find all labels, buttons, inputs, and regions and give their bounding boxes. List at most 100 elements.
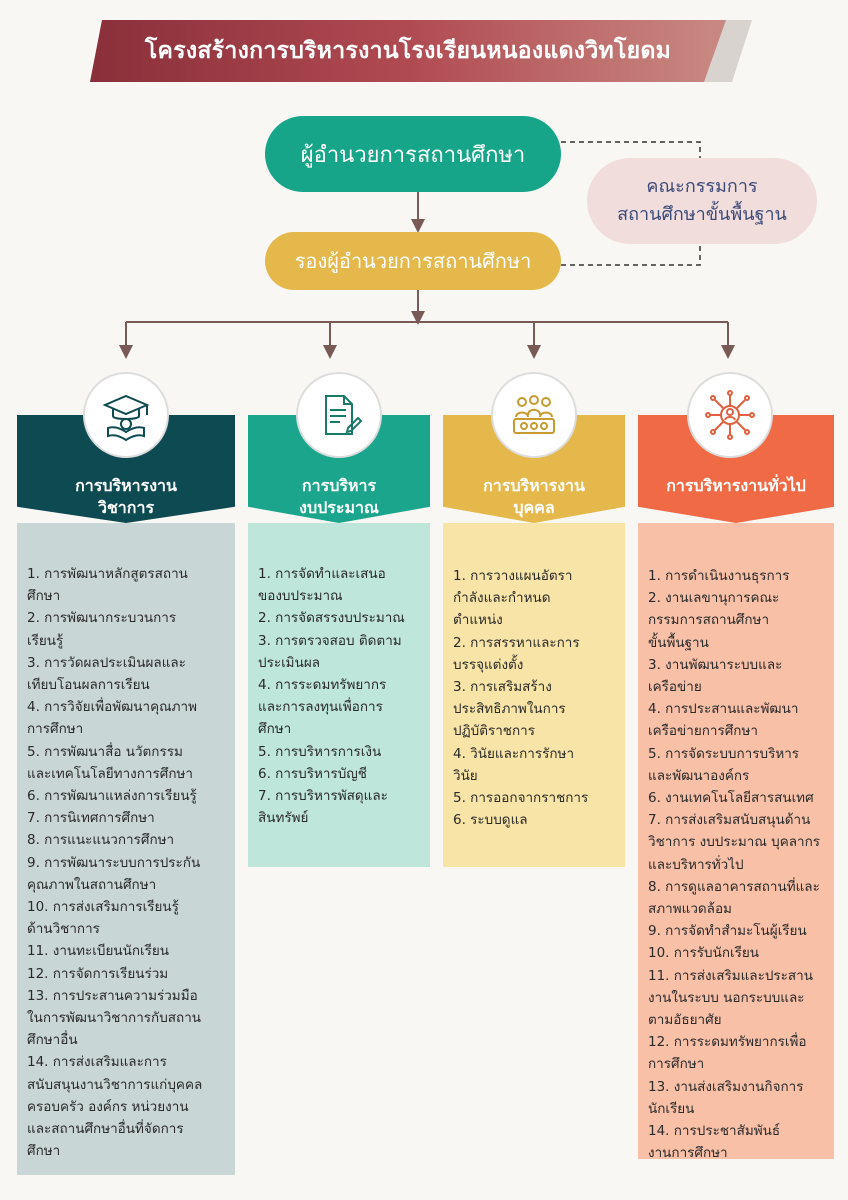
list-item: 4. วินัยและการรักษา: [453, 745, 575, 762]
list-item: 2. งานเลขานุการคณะ: [648, 590, 780, 607]
list-item: 13. งานส่งเสริมงานกิจการ: [648, 1078, 804, 1095]
general-title-line1: การบริหารงานทั่วไป: [666, 476, 806, 495]
list-item: สภาพแวดล้อม: [648, 901, 732, 918]
list-item: 12. การจัดการเรียนร่วม: [27, 965, 169, 982]
personnel-title-line2: บุคคล: [513, 498, 555, 517]
list-item: สินทรัพย์: [258, 810, 309, 827]
budget-items: 1. การจัดทำและเสนอของบประมาณ 2. การจัดสรร…: [258, 563, 420, 829]
list-item: 11. การส่งเสริมและประสาน: [648, 967, 813, 984]
list-item: และบริหารทั่วไป: [648, 856, 744, 873]
personnel-items: 1. การวางแผนอัตรากำลังและกำหนดตำแหน่ง 2. …: [453, 565, 615, 831]
document-edit-icon: [296, 372, 382, 458]
list-item: ด้านวิชาการ: [27, 921, 100, 938]
list-item: 11. งานทะเบียนนักเรียน: [27, 943, 170, 960]
connector-committee-dashed: [561, 141, 701, 158]
academic-title-line2: วิชาการ: [97, 498, 155, 517]
list-item: บรรจุแต่งตั้ง: [453, 656, 524, 673]
graduation-cap-icon: [83, 372, 169, 458]
list-item: นักเรียน: [648, 1100, 695, 1117]
list-item: 9. การพัฒนาระบบการประกัน: [27, 854, 201, 871]
budget-title: การบริหาร งบประมาณ: [299, 475, 379, 519]
list-item: 5. การพัฒนาสื่อ นวัตกรรม: [27, 743, 183, 760]
list-item: 7. การส่งเสริมสนับสนุนด้าน: [648, 812, 811, 829]
list-item: งานในระบบ นอกระบบและ: [648, 989, 805, 1006]
banner-front: โครงสร้างการบริหารงานโรงเรียนหนองแดงวิทโ…: [90, 20, 726, 82]
list-item: 1. การจัดทำและเสนอ: [258, 566, 386, 582]
list-item: ของบประมาณ: [258, 588, 343, 605]
network-person-icon: [687, 372, 773, 458]
list-item: ตามอัธยาศัย: [648, 1012, 722, 1029]
list-item: 13. การประสานความร่วมมือ: [27, 987, 198, 1004]
title-banner: โครงสร้างการบริหารงานโรงเรียนหนองแดงวิทโ…: [90, 20, 752, 82]
list-item: เครือข่ายการศึกษา: [648, 723, 758, 740]
list-item: ศึกษา: [258, 721, 292, 738]
academic-title: การบริหารงาน วิชาการ: [75, 475, 177, 519]
list-item: 14. การประชาสัมพันธ์: [648, 1123, 781, 1140]
list-item: 5. การจัดระบบการบริหาร: [648, 745, 800, 762]
list-item: 3. การเสริมสร้าง: [453, 679, 552, 696]
list-item: ตำแหน่ง: [453, 612, 503, 629]
list-item: 10. การส่งเสริมการเรียนรู้: [27, 899, 179, 916]
list-item: 6. การพัฒนาแหล่งการเรียนรู้: [27, 788, 197, 805]
budget-list: 1. การจัดทำและเสนอของบประมาณ 2. การจัดสรร…: [248, 523, 430, 867]
academic-title-line1: การบริหารงาน: [75, 476, 177, 495]
personnel-list: 1. การวางแผนอัตรากำลังและกำหนดตำแหน่ง 2. …: [443, 523, 625, 867]
list-item: 6. งานเทคโนโลยีสารสนเทศ: [648, 790, 814, 807]
list-item: 2. การสรรหาและการ: [453, 634, 580, 651]
list-item: ในการพัฒนาวิชาการกับสถาน: [27, 1010, 202, 1027]
list-item: 14. การส่งเสริมและการ: [27, 1054, 167, 1071]
list-item: 3. การตรวจสอบ ติดตาม: [258, 632, 402, 649]
list-item: และสถานศึกษาอื่นที่จัดการ: [27, 1121, 184, 1138]
list-item: 5. การออกจากราชการ: [453, 790, 589, 807]
director-label: ผู้อำนวยการสถานศึกษา: [300, 142, 526, 168]
list-item: เทียบโอนผลการเรียน: [27, 677, 150, 694]
list-item: และพัฒนาองค์กร: [648, 767, 750, 784]
page-title: โครงสร้างการบริหารงานโรงเรียนหนองแดงวิทโ…: [144, 38, 672, 64]
academic-items: 1. การพัฒนาหลักสูตรสถานศึกษา 2. การพัฒนาก…: [27, 563, 225, 1162]
list-item: 6. ระบบดูแล: [453, 812, 528, 829]
list-item: ปฏิบัติราชการ: [453, 723, 535, 740]
list-item: 8. การแนะแนวการศึกษา: [27, 832, 175, 849]
list-item: ประสิทธิภาพในการ: [453, 701, 566, 718]
people-group-icon: [491, 372, 577, 458]
list-item: การศึกษา: [648, 1056, 705, 1073]
deputy-label: รองผู้อำนวยการสถานศึกษา: [294, 249, 532, 273]
list-item: การศึกษา: [27, 721, 84, 738]
list-item: 2. การจัดสรรงบประมาณ: [258, 610, 405, 627]
list-item: 7. การนิเทศการศึกษา: [27, 810, 155, 827]
list-item: 7. การบริหารพัสดุและ: [258, 788, 388, 805]
list-item: 5. การบริหารการเงิน: [258, 743, 382, 760]
list-item: 12. การระดมทรัพยากรเพื่อ: [648, 1034, 807, 1051]
budget-title-line2: งบประมาณ: [299, 498, 379, 517]
list-item: ขั้นพื้นฐาน: [648, 634, 709, 651]
committee-label-line2: สถานศึกษาขั้นพื้นฐาน: [617, 204, 787, 225]
academic-list: 1. การพัฒนาหลักสูตรสถานศึกษา 2. การพัฒนาก…: [17, 523, 235, 1175]
committee-label-line1: คณะกรรมการ: [646, 176, 758, 197]
list-item: ประเมินผล: [258, 654, 320, 671]
list-item: 2. การพัฒนากระบวนการ: [27, 610, 177, 627]
list-item: 6. การบริหารบัญชี: [258, 765, 367, 782]
list-item: วินัย: [453, 767, 478, 784]
personnel-title: การบริหารงาน บุคคล: [483, 475, 585, 519]
list-item: 10. การรับนักเรียน: [648, 945, 759, 962]
general-title: การบริหารงานทั่วไป: [666, 475, 806, 497]
list-item: เครือข่าย: [648, 679, 702, 696]
list-item: และเทคโนโลยีทางการศึกษา: [27, 765, 193, 782]
list-item: กรรมการสถานศึกษา: [648, 612, 770, 629]
list-item: กำลังและกำหนด: [453, 590, 551, 607]
personnel-title-line1: การบริหารงาน: [483, 476, 585, 495]
list-item: วิชาการ งบประมาณ บุคลากร: [648, 834, 821, 851]
deputy-node: รองผู้อำนวยการสถานศึกษา: [265, 232, 561, 290]
list-item: คุณภาพในสถานศึกษา: [27, 876, 157, 893]
list-item: 1. การพัฒนาหลักสูตรสถาน: [27, 566, 188, 582]
connector-committee-deputy-dashed: [561, 244, 701, 266]
list-item: ศึกษา: [27, 1143, 61, 1160]
list-item: เรียนรู้: [27, 632, 64, 649]
list-item: 4. การประสานและพัฒนา: [648, 701, 799, 718]
list-item: และการลงทุนเพื่อการ: [258, 699, 383, 716]
budget-title-line1: การบริหาร: [301, 476, 377, 495]
list-item: 3. การวัดผลประเมินผลและ: [27, 654, 186, 671]
list-item: 1. การวางแผนอัตรา: [453, 568, 573, 584]
